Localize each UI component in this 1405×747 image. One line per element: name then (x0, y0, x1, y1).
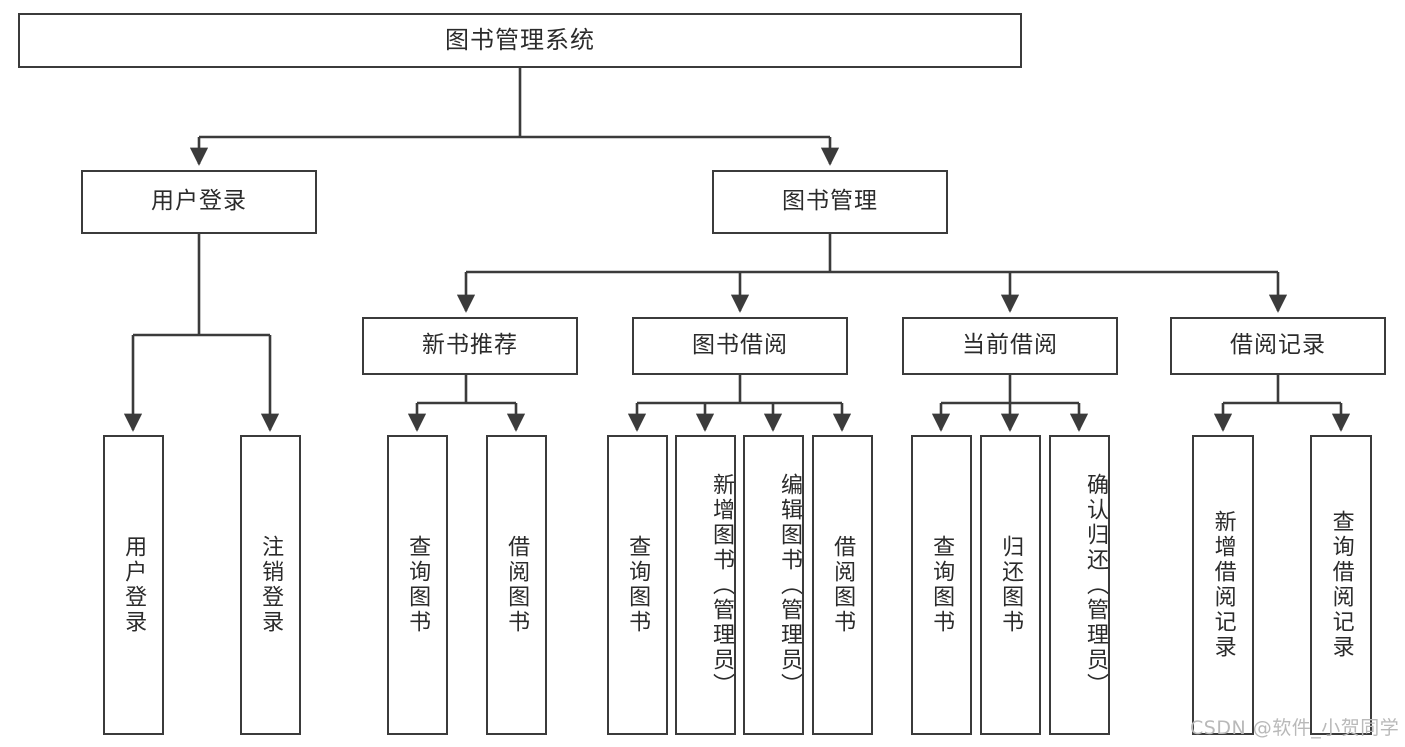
node-new-book-recommend[interactable]: 新书推荐 (362, 317, 578, 375)
node-leaf-borrow-book-1-label: 借阅图书 (504, 535, 530, 635)
node-leaf-add-record-label: 新增借阅记录 (1210, 510, 1236, 660)
node-book-management-label: 图书管理 (782, 188, 878, 215)
node-current-borrow-label: 当前借阅 (962, 332, 1058, 359)
node-borrow-record-label: 借阅记录 (1230, 332, 1326, 359)
node-leaf-logout-label: 注销登录 (258, 535, 284, 635)
node-leaf-confirm-return[interactable]: 确认归还（管理员） (1049, 435, 1110, 735)
node-leaf-query-record[interactable]: 查询借阅记录 (1310, 435, 1372, 735)
node-new-book-recommend-label: 新书推荐 (422, 332, 518, 359)
node-leaf-return-book[interactable]: 归还图书 (980, 435, 1041, 735)
node-leaf-user-login[interactable]: 用户登录 (103, 435, 164, 735)
node-book-borrow[interactable]: 图书借阅 (632, 317, 848, 375)
node-leaf-borrow-book-2[interactable]: 借阅图书 (812, 435, 873, 735)
csdn-watermark: CSDN @软件_小贺同学 (1190, 717, 1400, 739)
node-book-management[interactable]: 图书管理 (712, 170, 948, 234)
node-current-borrow[interactable]: 当前借阅 (902, 317, 1118, 375)
node-root[interactable]: 图书管理系统 (18, 13, 1022, 68)
node-leaf-edit-book[interactable]: 编辑图书（管理员） (743, 435, 804, 735)
node-leaf-query-book-3[interactable]: 查询图书 (911, 435, 972, 735)
node-leaf-add-book[interactable]: 新增图书（管理员） (675, 435, 736, 735)
node-leaf-query-book-2-label: 查询图书 (625, 535, 651, 635)
node-leaf-query-book-1[interactable]: 查询图书 (387, 435, 448, 735)
node-leaf-confirm-return-label: 确认归还（管理员） (1083, 472, 1108, 698)
node-leaf-logout[interactable]: 注销登录 (240, 435, 301, 735)
node-leaf-query-book-3-label: 查询图书 (929, 535, 955, 635)
node-leaf-borrow-book-1[interactable]: 借阅图书 (486, 435, 547, 735)
node-root-label: 图书管理系统 (445, 26, 595, 55)
node-leaf-return-book-label: 归还图书 (998, 535, 1024, 635)
node-leaf-query-record-label: 查询借阅记录 (1328, 510, 1354, 660)
node-leaf-query-book-2[interactable]: 查询图书 (607, 435, 668, 735)
node-leaf-borrow-book-2-label: 借阅图书 (830, 535, 856, 635)
node-user-login[interactable]: 用户登录 (81, 170, 317, 234)
node-leaf-add-book-label: 新增图书（管理员） (709, 472, 734, 698)
node-leaf-edit-book-label: 编辑图书（管理员） (777, 472, 802, 698)
node-leaf-query-book-1-label: 查询图书 (405, 535, 431, 635)
node-book-borrow-label: 图书借阅 (692, 332, 788, 359)
node-user-login-label: 用户登录 (151, 188, 247, 215)
node-leaf-add-record[interactable]: 新增借阅记录 (1192, 435, 1254, 735)
node-leaf-user-login-label: 用户登录 (121, 535, 147, 635)
node-borrow-record[interactable]: 借阅记录 (1170, 317, 1386, 375)
